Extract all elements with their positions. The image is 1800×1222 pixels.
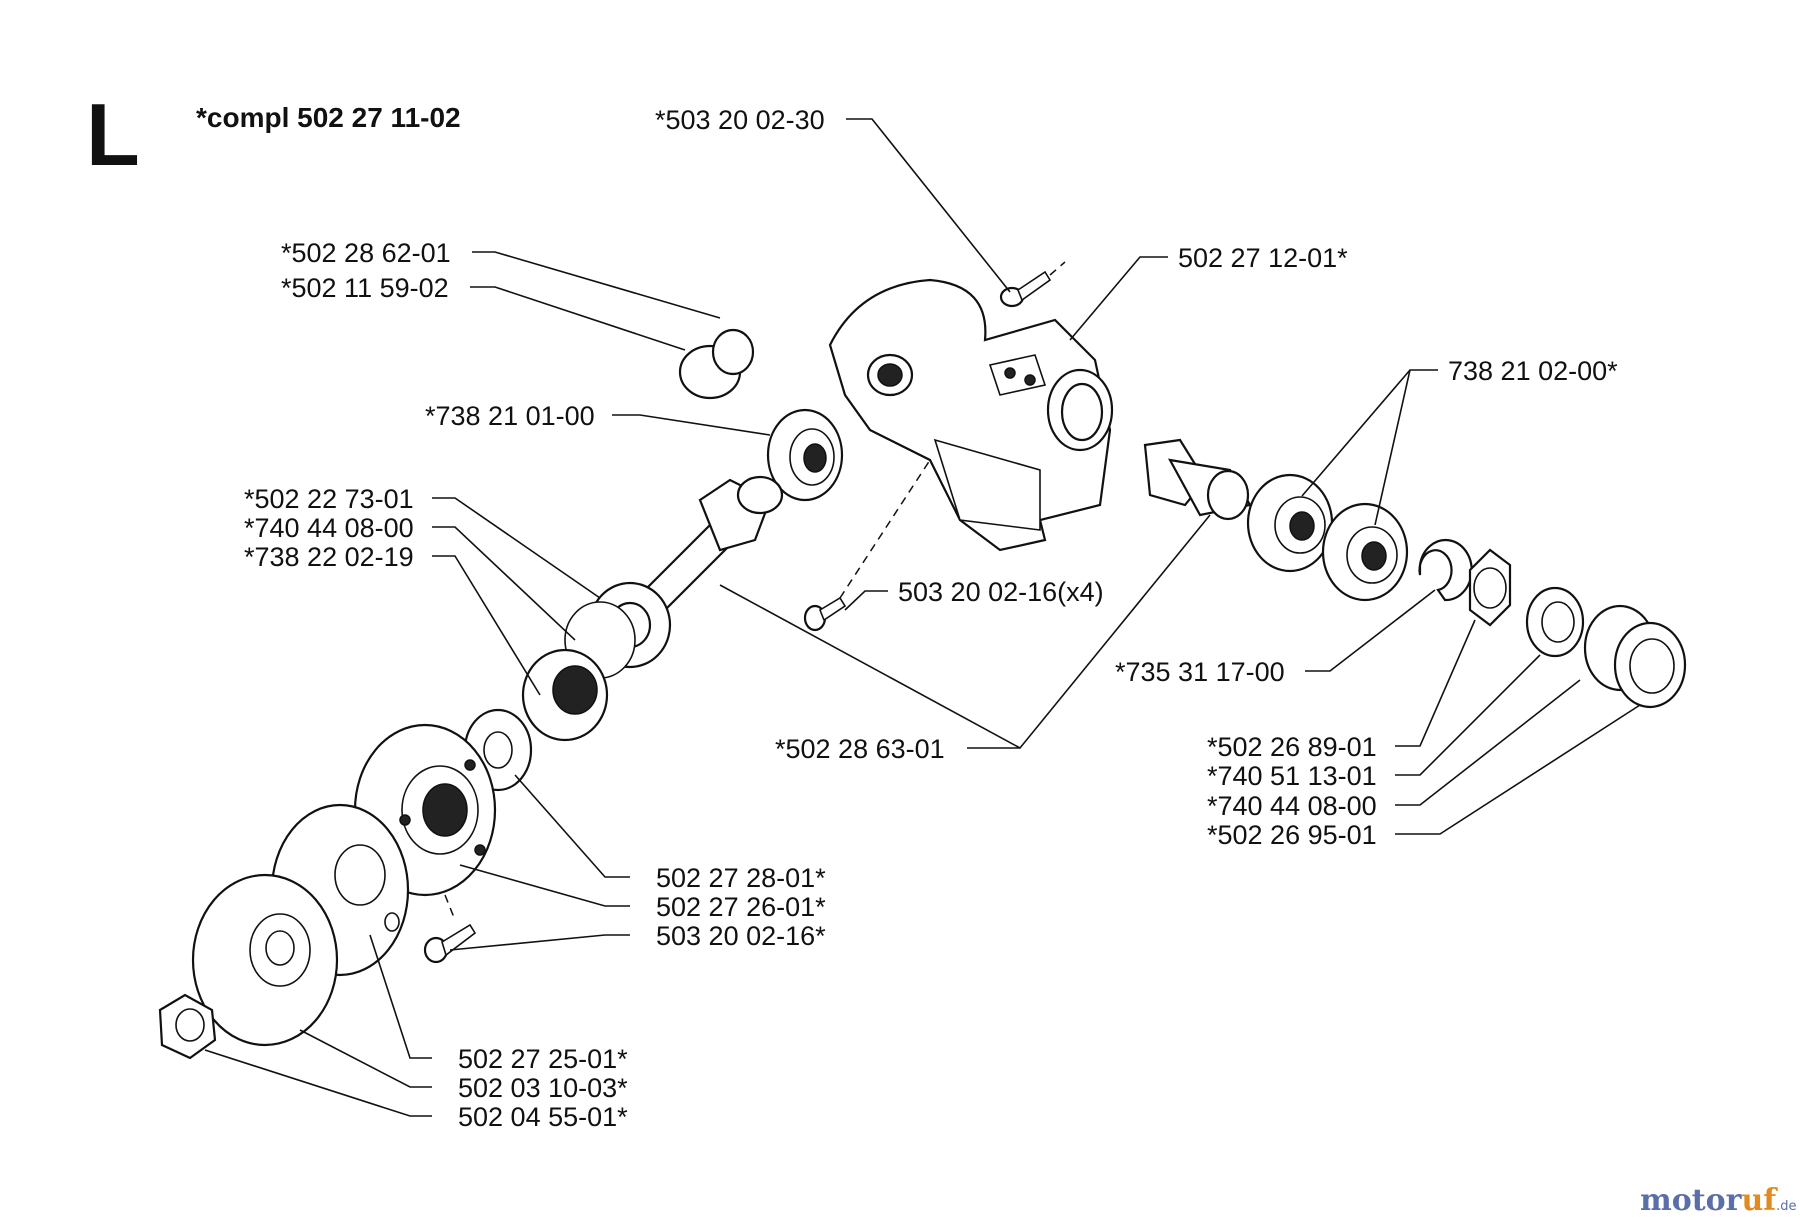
watermark-logo: motoruf.de (1640, 1183, 1797, 1218)
callout-label: 503 20 02-16(x4) (898, 577, 1104, 607)
callout-label: 502 27 25-01* (458, 1044, 628, 1074)
callout-label: 502 04 55-01* (458, 1102, 628, 1132)
callout-label: *502 11 59-02 (281, 273, 449, 303)
callout-label: *740 44 08-00 (1207, 791, 1377, 821)
callout-label: *502 26 89-01 (1207, 732, 1377, 762)
callout-label: *735 31 17-00 (1115, 657, 1285, 687)
screw-lower (423, 894, 477, 964)
watermark-suffix: .de (1776, 1199, 1796, 1214)
callout-label: *502 28 62-01 (281, 238, 451, 268)
callout-label: *502 28 63-01 (775, 734, 945, 764)
leader-lines (204, 118, 1641, 1117)
callout-label: 502 27 28-01* (656, 863, 826, 893)
svg-text:motoruf.de: motoruf.de (1640, 1183, 1797, 1218)
callout-label: 502 27 26-01* (656, 892, 826, 922)
callout-label: *738 21 01-00 (425, 401, 595, 431)
outer-cup (191, 873, 339, 1047)
callouts: *503 20 02-30 *502 28 62-01 *502 11 59-0… (244, 105, 1618, 1132)
gear-housing (828, 278, 1114, 552)
sleeve (1583, 604, 1687, 709)
callout-label: *503 20 02-30 (655, 105, 825, 135)
bevel-gear (1143, 438, 1252, 521)
bearing-right-2 (1321, 502, 1409, 602)
callout-label: *738 22 02-19 (244, 542, 414, 572)
plug (678, 328, 755, 400)
callout-label: *502 26 95-01 (1207, 820, 1377, 850)
bearing-right-1 (1246, 473, 1334, 573)
watermark-part2: uf (1741, 1183, 1778, 1218)
screw-center (803, 459, 931, 632)
pinion-shaft (638, 475, 784, 612)
callout-label: 503 20 02-16* (656, 921, 826, 951)
bearing-lower (521, 648, 609, 742)
callout-label: *740 44 08-00 (244, 513, 414, 543)
screw-top (999, 261, 1066, 308)
callout-label: 502 27 12-01* (1178, 243, 1348, 273)
hex-nut-right (1468, 548, 1512, 627)
watermark-part1: motor (1640, 1183, 1743, 1218)
callout-label: *740 51 13-01 (1207, 761, 1377, 791)
seal-ring (1525, 586, 1585, 658)
callout-label: *502 22 73-01 (244, 484, 414, 514)
assembly-label: *compl 502 27 11-02 (196, 102, 461, 133)
section-letter: L (86, 85, 140, 184)
callout-label: 502 03 10-03* (458, 1073, 628, 1103)
nut (158, 993, 217, 1060)
bearing-upper (766, 408, 844, 502)
callout-label: 738 21 02-00* (1448, 356, 1618, 386)
exploded-parts (158, 261, 1687, 1060)
circlip (1418, 538, 1473, 602)
